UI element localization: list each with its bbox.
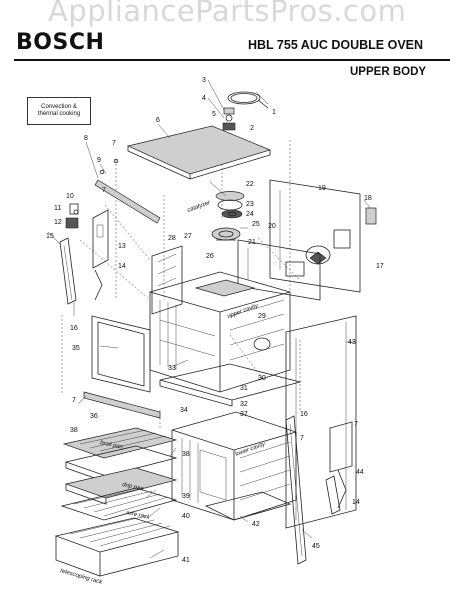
side-bracket — [92, 209, 109, 269]
top-cable-assembly — [222, 91, 269, 131]
callout-45: 45 — [312, 543, 320, 550]
callout-41: 41 — [182, 557, 190, 564]
leader-lines — [47, 79, 371, 559]
callout-40: 40 — [182, 513, 190, 520]
callout-38a: 38 — [70, 427, 78, 434]
callout-11: 11 — [54, 205, 61, 212]
callout-26: 26 — [206, 253, 214, 260]
callout-9: 9 — [97, 157, 101, 164]
legend-line-2: thermal cooking — [37, 111, 81, 117]
callout-19: 19 — [318, 185, 326, 192]
switch-assembly — [65, 203, 79, 229]
broil-pan-tray — [64, 445, 178, 477]
label-catalyzer: catalyzer — [187, 200, 213, 214]
callout-33: 33 — [168, 365, 176, 372]
callout-6: 6 — [156, 117, 160, 124]
callout-22: 22 — [246, 181, 254, 188]
right-frame-strip — [285, 415, 307, 565]
callout-25: 25 — [252, 221, 260, 228]
label-wire-rack: wire rack — [126, 510, 152, 521]
legend-line-1: Convection & — [41, 103, 77, 110]
callout-30: 30 — [258, 375, 266, 382]
header-rule — [14, 59, 450, 61]
callout-21: 21 — [248, 239, 256, 246]
side-liner — [151, 245, 183, 315]
callout-32: 32 — [240, 401, 248, 408]
callout-20: 20 — [268, 223, 276, 230]
callout-4: 4 — [202, 95, 206, 102]
rear-panel — [269, 179, 361, 293]
callout-7e: 7 — [354, 421, 358, 428]
trim-strip — [94, 179, 161, 224]
telescoping-rack — [54, 515, 180, 577]
outer-side-panel — [285, 315, 357, 529]
callout-44: 44 — [356, 469, 364, 476]
label-lower-cavity: lower cavity — [235, 441, 267, 458]
callout-29: 29 — [258, 313, 266, 320]
drip-pan — [64, 467, 178, 499]
callout-7c: 7 — [72, 397, 76, 404]
small-bracket — [365, 207, 377, 225]
catalyzer-fan-stack — [211, 191, 245, 241]
watermark: AppliancePartsPros.com — [48, 0, 407, 28]
callout-23: 23 — [246, 201, 254, 208]
wire-rack — [60, 487, 178, 521]
callout-14b: 14 — [352, 499, 360, 506]
callout-17: 17 — [376, 263, 384, 270]
callout-42: 42 — [252, 521, 260, 528]
callout-numbers: 1 2 3 4 5 6 7 8 9 7 10 11 12 13 14 15 16… — [46, 77, 384, 564]
callout-15: 15 — [46, 233, 54, 240]
callout-43: 43 — [348, 339, 356, 346]
label-drip-pan: drip pan — [122, 482, 145, 493]
inner-rear-liner — [237, 239, 321, 301]
callout-18: 18 — [364, 195, 372, 202]
right-hinge — [325, 475, 341, 515]
section-title: UPPER BODY — [350, 66, 427, 78]
brand-logo: BOSCH — [16, 30, 105, 55]
right-bracket — [329, 421, 353, 473]
callout-13: 13 — [118, 243, 126, 250]
callout-27: 27 — [184, 233, 192, 240]
door-frame — [91, 315, 151, 393]
bottom-front-trim — [83, 391, 161, 419]
label-telescoping-rack: telescoping rack — [59, 568, 103, 586]
broil-pan — [62, 427, 178, 459]
callout-7d: 7 — [300, 435, 304, 442]
callout-7a: 7 — [112, 140, 116, 147]
callout-14a: 14 — [118, 263, 126, 270]
callout-28: 28 — [168, 235, 176, 242]
callout-12: 12 — [54, 219, 62, 226]
callout-36: 36 — [90, 413, 98, 420]
callout-8: 8 — [84, 135, 88, 142]
left-frame-strip — [59, 237, 77, 305]
cavity-floor — [159, 363, 302, 401]
legend-box: Convection & thermal cooking — [27, 97, 91, 125]
callout-5: 5 — [212, 111, 216, 118]
model-title: HBL 755 AUC DOUBLE OVEN — [248, 38, 424, 52]
lower-cavity — [171, 411, 297, 521]
callout-16b: 16 — [300, 411, 308, 418]
callout-2: 2 — [250, 125, 254, 132]
callout-35: 35 — [72, 345, 80, 352]
callout-39: 39 — [182, 493, 190, 500]
callout-38b: 38 — [182, 451, 190, 458]
callout-31: 31 — [240, 385, 248, 392]
callout-7b: 7 — [102, 187, 106, 194]
callout-34: 34 — [180, 407, 188, 414]
callout-24: 24 — [246, 211, 254, 218]
top-panel — [126, 125, 272, 175]
callout-10: 10 — [66, 193, 74, 200]
callout-3: 3 — [202, 77, 206, 84]
label-broil-pan: broil pan — [100, 440, 124, 451]
lower-cavity-floor — [204, 491, 292, 521]
callout-37: 37 — [240, 411, 248, 418]
callout-1: 1 — [272, 109, 276, 116]
callout-16a: 16 — [70, 325, 78, 332]
